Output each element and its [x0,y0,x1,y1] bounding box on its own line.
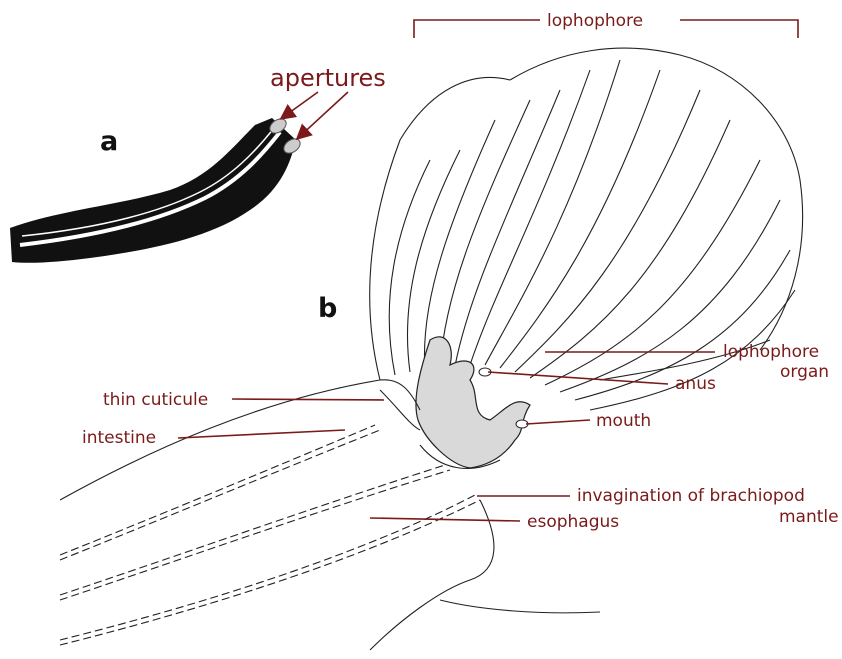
anus-leader [488,372,668,384]
apertures-arrow-1 [282,92,318,118]
invagination-label-2: mantle [779,507,839,527]
lophophore-label: lophophore [547,11,643,31]
lophophore-organ-label-1: lophophore [723,342,819,362]
mouth-label: mouth [596,411,651,431]
anus-label: anus [675,374,716,394]
panel-a-label: a [100,126,118,157]
apertures-arrow-2 [298,92,348,138]
invagination-label-1: invagination of brachiopod [577,486,805,506]
esophagus-label: esophagus [527,512,619,532]
panel-b-label: b [318,293,337,324]
thin-cuticule-label: thin cuticule [103,390,208,410]
tube-drawing [10,116,303,263]
mouth-leader [526,420,590,424]
apertures-label: apertures [270,64,386,92]
lophophore-organ-label-2: organ [780,362,829,382]
esophagus-leader [370,518,520,521]
intestine-label: intestine [82,428,156,448]
thin-cuticule-leader [232,399,384,400]
